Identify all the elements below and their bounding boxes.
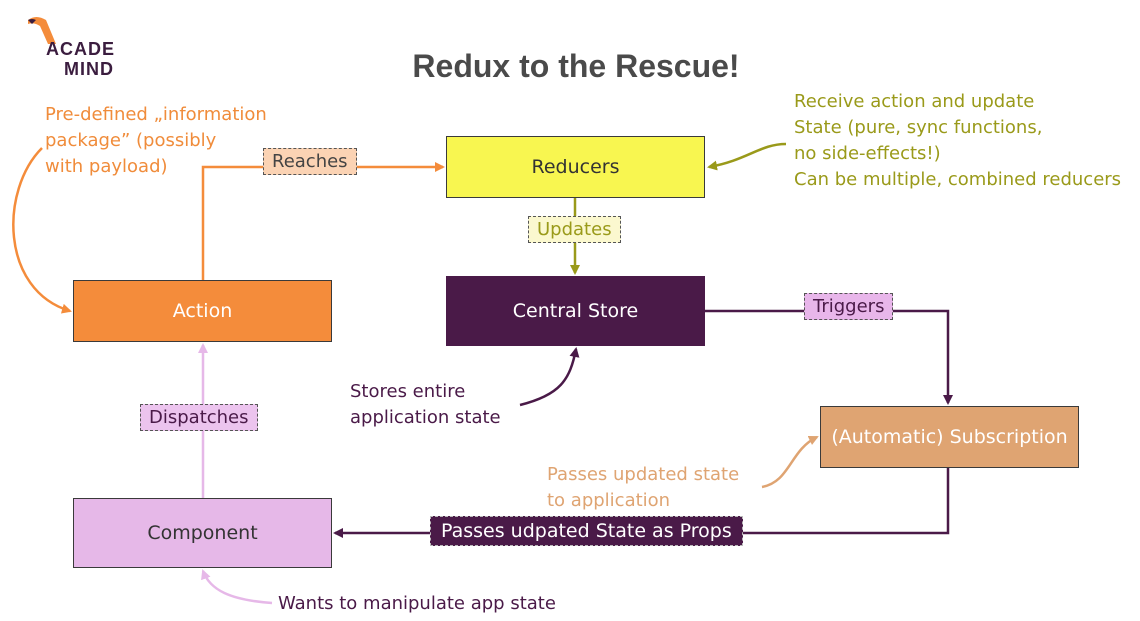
reducers-note: Receive action and update State (pure, s… bbox=[794, 89, 1121, 193]
arrow-store-to-subscription bbox=[705, 309, 953, 405]
component-box: Component bbox=[73, 498, 332, 568]
updates-label: Updates bbox=[528, 216, 621, 243]
arrow-note-to-reducers bbox=[707, 142, 787, 171]
triggers-label: Triggers bbox=[804, 293, 894, 320]
arrow-action-to-reducers bbox=[201, 162, 445, 280]
logo-line-2: MIND bbox=[64, 59, 114, 79]
arrow-note-to-store bbox=[519, 347, 580, 407]
note-line: State (pure, sync functions, bbox=[794, 117, 1043, 138]
note-line: package” (possibly bbox=[45, 130, 217, 151]
reducers-box: Reducers bbox=[446, 136, 705, 198]
passes-props-label: Passes udpated State as Props bbox=[430, 516, 743, 546]
action-box: Action bbox=[73, 280, 332, 342]
logo-line-1: ACADE bbox=[46, 39, 116, 59]
note-line: Can be multiple, combined reducers bbox=[794, 169, 1122, 190]
store-note: Stores entire application state bbox=[350, 379, 501, 431]
note-line: Pre-defined „information bbox=[45, 104, 267, 125]
note-line: no side-effects!) bbox=[794, 143, 941, 164]
note-line: Receive action and update bbox=[794, 91, 1035, 112]
note-line: Stores entire bbox=[350, 381, 466, 402]
arrow-info-to-action bbox=[12, 147, 72, 314]
note-line: to application bbox=[547, 490, 671, 511]
subscription-box: (Automatic) Subscription bbox=[820, 406, 1079, 468]
academind-logo: ACADE MIND bbox=[26, 14, 146, 84]
note-line: Passes updated state bbox=[547, 464, 740, 485]
note-line: application state bbox=[350, 407, 501, 428]
info-package-note: Pre-defined „information package” (possi… bbox=[45, 102, 267, 180]
bird-icon bbox=[28, 17, 56, 44]
reaches-label: Reaches bbox=[263, 148, 357, 175]
dispatches-label: Dispatches bbox=[140, 404, 258, 431]
subscription-note: Passes updated state to application bbox=[547, 462, 739, 514]
note-line: with payload) bbox=[45, 156, 168, 177]
arrow-note-to-subscription bbox=[761, 435, 819, 489]
arrow-note-to-component bbox=[201, 569, 273, 605]
page-title: Redux to the Rescue! bbox=[412, 48, 740, 84]
central-store-box: Central Store bbox=[446, 276, 705, 346]
component-note: Wants to manipulate app state bbox=[278, 593, 556, 614]
